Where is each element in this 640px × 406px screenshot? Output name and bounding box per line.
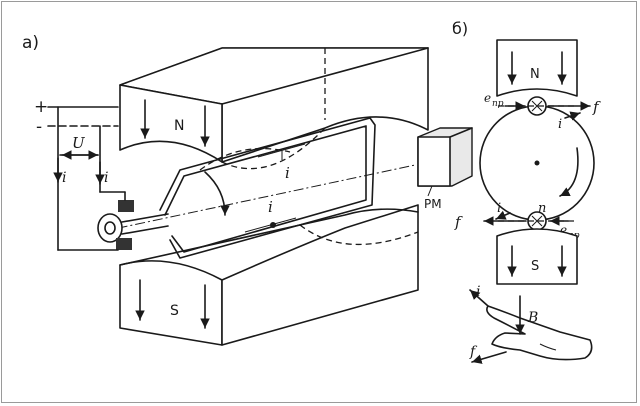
south-magnet-block: S	[119, 204, 419, 346]
supply-current-left: i	[62, 170, 66, 186]
b-emf-top-sub: пр	[492, 99, 504, 109]
hand-current-label: i	[476, 284, 480, 300]
conductor-top-current: i	[285, 164, 290, 182]
b-emf-bottom: e	[560, 223, 567, 237]
supply-current-mid: i	[104, 170, 108, 186]
working-machine: PM	[417, 127, 473, 211]
hand-force-label: f	[469, 344, 478, 360]
b-emf-top: e	[484, 91, 491, 105]
b-current-top: i	[558, 117, 562, 132]
b-north-label: N	[530, 67, 540, 82]
b-north-pole: N	[496, 39, 578, 97]
b-current-bottom: i	[497, 201, 501, 216]
commutator-brushes	[97, 200, 169, 250]
brush-top	[118, 200, 134, 212]
conductor-bottom-current: i	[268, 198, 273, 216]
b-rotation-label: n	[538, 201, 546, 216]
plus-terminal: +	[34, 97, 48, 117]
b-force-bottom: f	[454, 213, 463, 231]
panel-a: a) N i i	[22, 33, 473, 346]
north-magnet-label: N	[174, 118, 184, 134]
b-force-top: f	[592, 98, 601, 116]
panel-b: б) N n f i e пр f	[452, 19, 601, 364]
brush-bottom	[116, 238, 132, 250]
b-south-label: S	[531, 259, 539, 274]
voltage-label: U	[72, 134, 86, 152]
minus-terminal: -	[36, 117, 42, 137]
armature-coil: i i	[99, 117, 416, 259]
left-hand-rule: B i f	[469, 284, 593, 364]
hand-field-label: B	[527, 310, 538, 326]
pm-label: PM	[424, 197, 442, 211]
b-south-pole: S	[496, 228, 578, 285]
panel-b-label: б)	[452, 19, 468, 38]
supply-circuit: + - U i i	[34, 97, 126, 251]
north-magnet-block: N	[119, 47, 429, 170]
panel-a-label: a)	[22, 33, 39, 53]
south-magnet-label: S	[170, 303, 179, 319]
